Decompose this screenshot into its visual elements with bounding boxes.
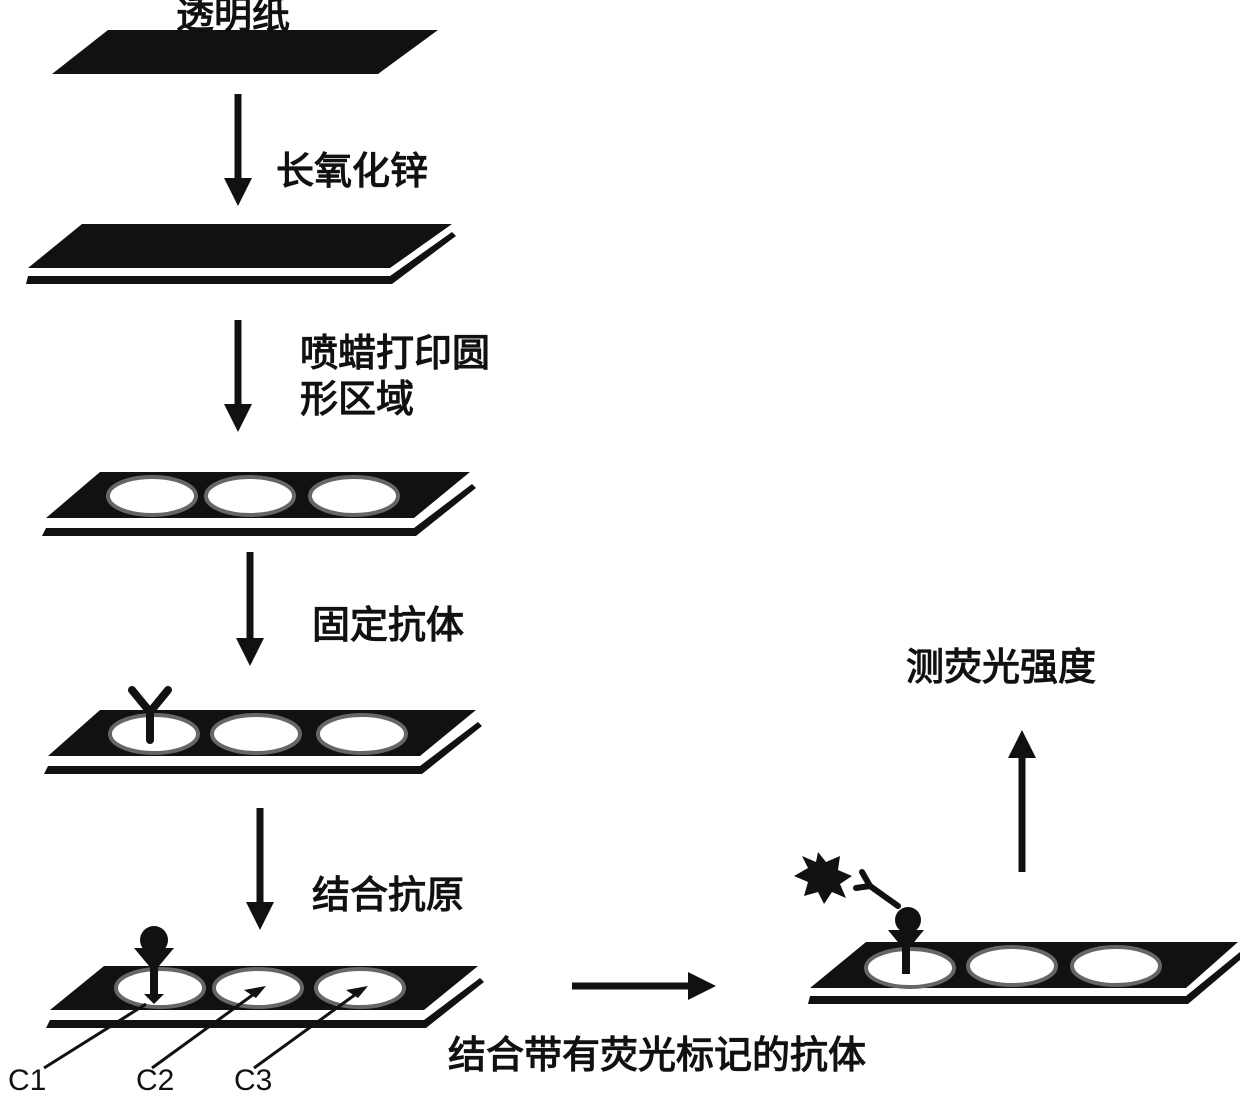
sheet-wax-printed [42,472,476,536]
label-transparent-paper: 透明纸 [176,0,290,39]
sheet-fluorescent-antibody [794,852,1240,1004]
leader-line-c1 [44,1004,146,1068]
zone-label-c1: C1 [8,1064,46,1098]
wax-circle-row [108,477,398,515]
sheet-zinc-oxide [26,224,456,284]
label-fix-antibody: 固定抗体 [312,594,464,649]
sheet-antibody-fixed [44,690,482,774]
zone-label-c2: C2 [136,1064,174,1098]
label-wax-print-line1: 喷蜡打印圆 [300,330,490,376]
label-measure-fluorescence: 测荧光强度 [906,636,1096,691]
label-bind-antigen: 结合抗原 [312,864,464,919]
sheet-antigen-bound [46,926,484,1028]
fluorescent-label-icon [794,852,852,904]
label-wax-print-line2: 形区域 [300,376,414,422]
label-grow-zinc-oxide: 长氧化锌 [276,140,428,195]
label-bind-labeled-antibody: 结合带有荧光标记的抗体 [448,1024,866,1079]
zone-label-c3: C3 [234,1064,272,1098]
